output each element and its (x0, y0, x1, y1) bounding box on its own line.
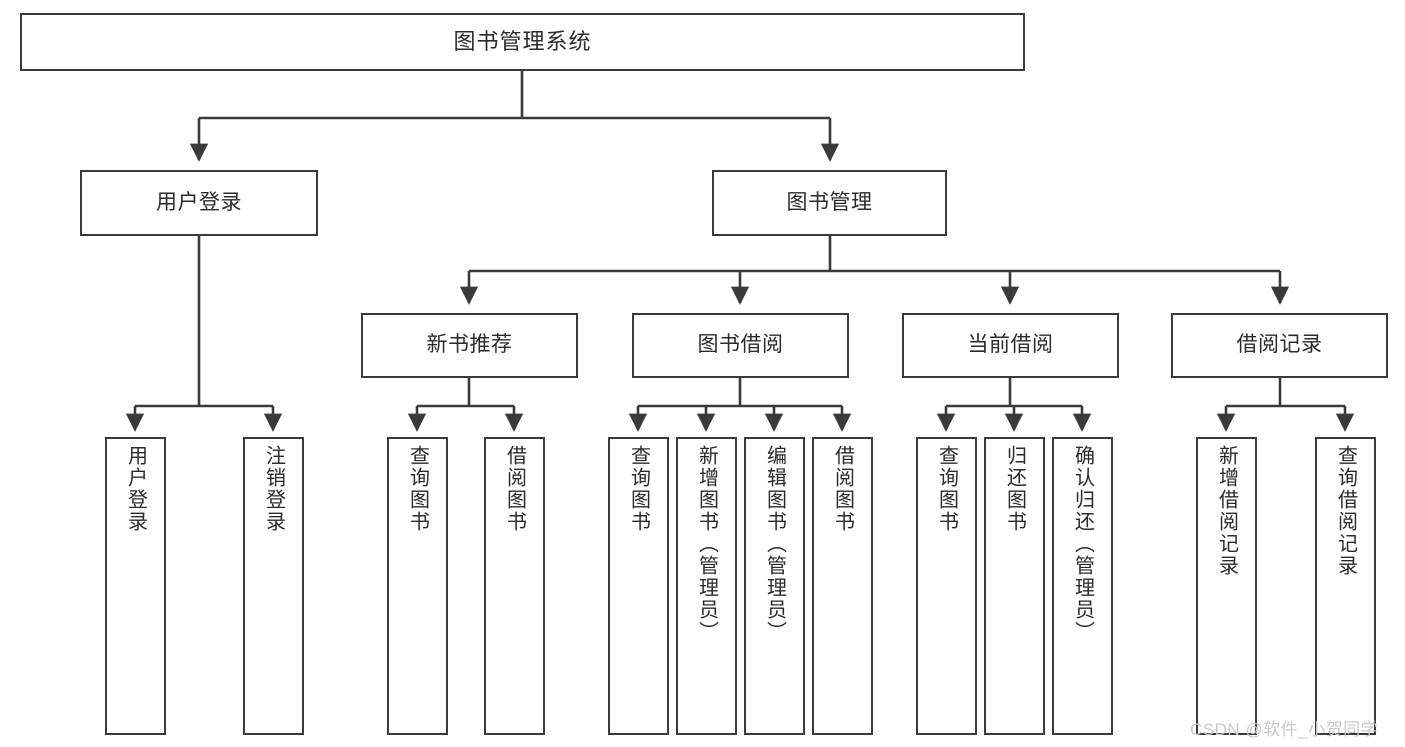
leaf-user-login-login[interactable]: 用户登录 (105, 437, 166, 735)
node-label: 借阅图书 (831, 445, 854, 533)
node-label: 归还图书 (1003, 445, 1026, 533)
node-label: 图书管理 (786, 190, 873, 214)
node-label: 查询图书 (406, 445, 429, 533)
node-root-system[interactable]: 图书管理系统 (20, 13, 1025, 71)
node-label: 查询图书 (627, 445, 650, 533)
node-label: 查询借阅记录 (1334, 445, 1357, 577)
csdn-watermark: CSDN @软件_小贺同学 (1190, 720, 1379, 739)
node-new-book-recommend[interactable]: 新书推荐 (361, 313, 578, 378)
leaf-borrow-query-book[interactable]: 查询图书 (608, 437, 669, 735)
leaf-new-book-query[interactable]: 查询图书 (387, 437, 448, 735)
leaf-user-login-logout[interactable]: 注销登录 (243, 437, 304, 735)
node-label: 当前借阅 (967, 333, 1054, 357)
leaf-current-confirm-return[interactable]: 确认归还（管理员） (1052, 437, 1113, 735)
node-label: 借阅记录 (1236, 333, 1323, 357)
node-label: 借阅图书 (503, 445, 526, 533)
node-user-login[interactable]: 用户登录 (80, 170, 318, 236)
node-label: 确认归还（管理员） (1071, 445, 1094, 643)
node-label: 新增图书（管理员） (695, 445, 718, 643)
leaf-borrow-add-book[interactable]: 新增图书（管理员） (676, 437, 737, 735)
node-book-management[interactable]: 图书管理 (712, 170, 947, 236)
node-label: 图书借阅 (697, 333, 784, 357)
leaf-new-book-borrow[interactable]: 借阅图书 (484, 437, 545, 735)
node-book-borrow[interactable]: 图书借阅 (632, 313, 849, 378)
node-label: 注销登录 (262, 445, 285, 533)
node-label: 新增借阅记录 (1215, 445, 1238, 577)
leaf-borrow-edit-book[interactable]: 编辑图书（管理员） (744, 437, 805, 735)
leaf-borrow-borrow-book[interactable]: 借阅图书 (812, 437, 873, 735)
node-label: 图书管理系统 (453, 29, 592, 55)
leaf-current-return-book[interactable]: 归还图书 (984, 437, 1045, 735)
leaf-record-query-record[interactable]: 查询借阅记录 (1315, 437, 1376, 735)
node-label: 编辑图书（管理员） (763, 445, 786, 643)
node-label: 用户登录 (156, 190, 242, 214)
node-borrow-record[interactable]: 借阅记录 (1171, 313, 1388, 378)
leaf-current-query-book[interactable]: 查询图书 (916, 437, 977, 735)
node-label: 查询图书 (935, 445, 958, 533)
node-label: 新书推荐 (426, 333, 513, 357)
leaf-record-add-record[interactable]: 新增借阅记录 (1196, 437, 1257, 735)
node-current-borrow[interactable]: 当前借阅 (902, 313, 1119, 378)
node-label: 用户登录 (124, 445, 147, 533)
